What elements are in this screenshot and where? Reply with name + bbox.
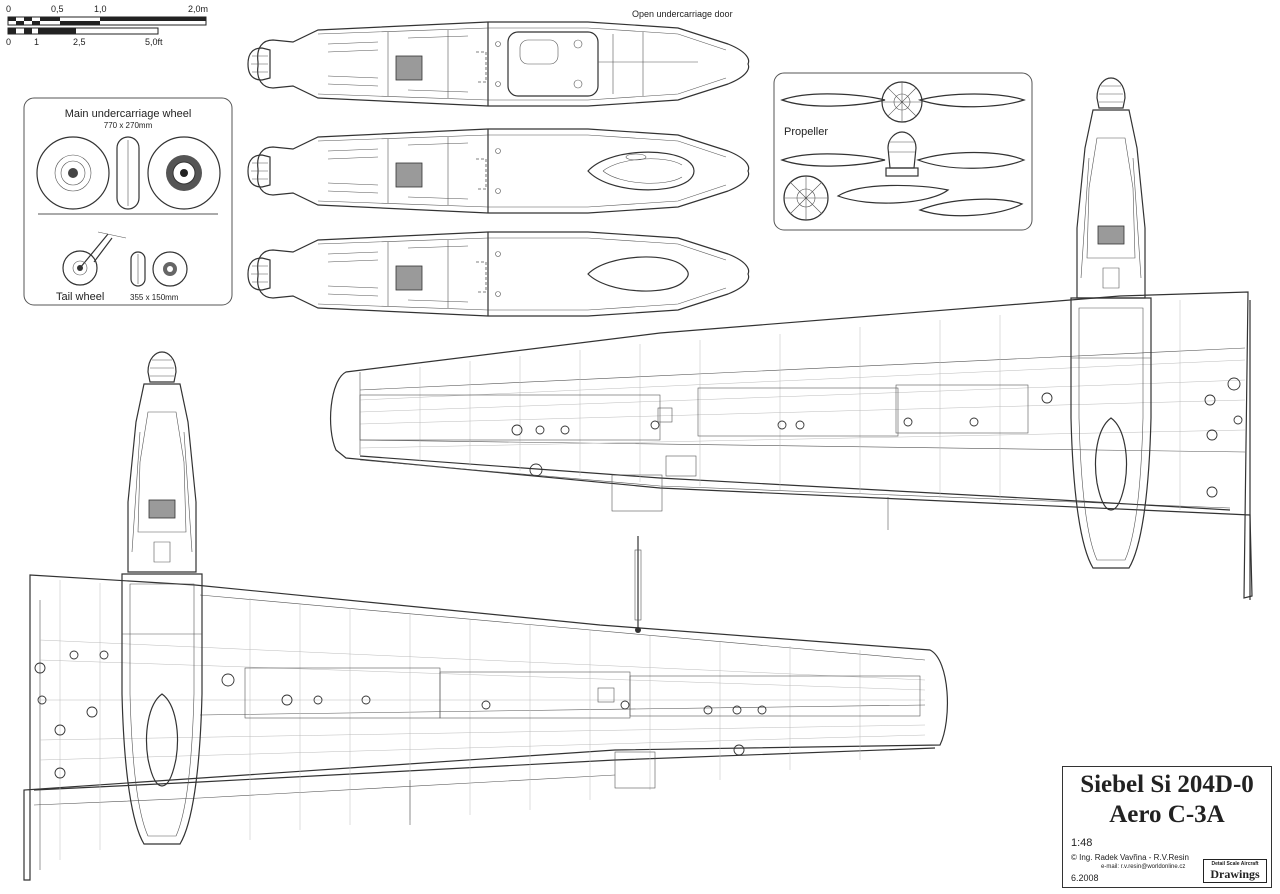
publisher-logo: Detail Scale Aircraft Drawings [1203,859,1267,883]
nacelle-view-3 [247,231,750,317]
scale-metric-0: 0 [6,4,11,14]
propeller-spinner-icon [783,175,829,221]
open-door-label: Open undercarriage door [632,9,733,19]
author-credit: © Ing. Radek Vavřina - R.V.Resin [1071,853,1189,862]
left-nacelle-lower-view [121,573,203,845]
wheel-detail-panel: Main undercarriage wheel 770 x 270mm [23,97,233,306]
propeller-front-icon [780,81,1026,123]
main-wheel-label: Main undercarriage wheel [65,108,192,120]
logo-title: Drawings [1210,867,1260,881]
tail-wheel-side-icon [130,251,146,287]
logo-subtitle: Detail Scale Aircraft [1211,861,1259,867]
scale-metric-2: 1,0 [94,4,107,14]
scale-metric-1: 0,5 [51,4,64,14]
right-nacelle-top-view [1076,77,1146,299]
propeller-label: Propeller [784,126,828,138]
main-wheel-size: 770 x 270mm [104,121,153,130]
scale-imperial-2: 2,5 [73,37,86,47]
title-aircraft: Siebel Si 204D-0 [1080,771,1254,798]
main-wheel-side-icon [116,136,140,210]
tail-wheel-size: 355 x 150mm [130,293,179,302]
scale-imperial-1: 1 [34,37,39,47]
right-wing-view [329,291,1253,600]
left-nacelle-top-view [127,351,197,573]
scale-imperial-0: 0 [6,37,11,47]
author-email: e-mail: r.v.resin@worldonline.cz [1101,864,1186,870]
right-nacelle-lower-view [1070,297,1152,569]
nacelle-view-2 [247,128,750,214]
main-wheel-rear-icon [147,136,221,210]
scale-ratio: 1:48 [1071,837,1093,849]
main-wheel-face-icon [36,136,110,210]
propeller-panel: Propeller [773,72,1033,231]
tail-wheel-label: Tail wheel [56,291,104,303]
left-wing-view [23,536,948,881]
tail-wheel-leg-icon [62,231,127,286]
antenna-mast-icon [634,536,642,633]
title-variant: Aero C-3A [1109,801,1225,828]
scale-imperial-3: 5,0ft [145,37,163,47]
scale-bar: 0 0,5 1,0 2,0m 0 1 2,5 5,0ft [6,4,208,47]
author-name: Ing. Radek Vavřina - R.V.Resin [1079,853,1189,862]
propeller-blade-icon [836,184,1024,217]
nacelle-view-1 [247,21,750,107]
title-block: Siebel Si 204D-0 Aero C-3A 1:48 © Ing. R… [1062,766,1272,888]
tail-wheel-face-icon [152,251,188,287]
propeller-side-icon [780,131,1026,177]
drawing-date: 6.2008 [1071,873,1099,883]
scale-metric-3: 2,0m [188,4,208,14]
